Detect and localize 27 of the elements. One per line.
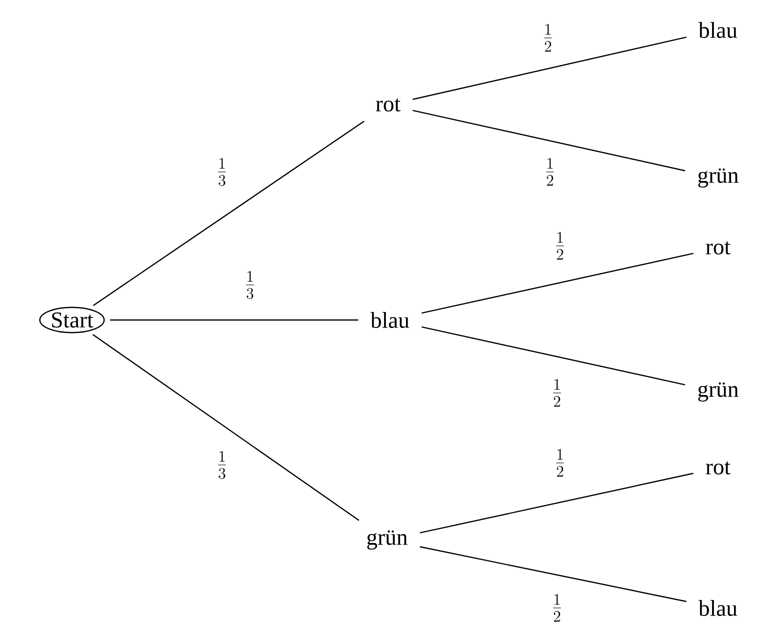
- probability-label: $\frac{1}{3}$: [246, 271, 254, 299]
- probability-label: $\frac{1}{2}$: [546, 158, 554, 186]
- outcome-label: grün: [367, 530, 408, 550]
- probability-label: $\frac{1}{2}$: [556, 232, 564, 260]
- branch-line: [92, 334, 360, 521]
- outcome-label: rot: [706, 242, 730, 254]
- branch-line: [412, 36, 686, 100]
- branch-line: [110, 319, 358, 321]
- outcome-label: rot: [706, 462, 730, 474]
- probability-label: $\frac{1}{3}$: [218, 451, 226, 479]
- branch-line: [420, 472, 694, 534]
- probability-label: $\frac{1}{2}$: [544, 24, 552, 52]
- branch-line: [92, 120, 364, 306]
- outcome-label: grün: [698, 382, 738, 402]
- outcome-label: rot: [376, 98, 400, 112]
- probability-label: $\frac{1}{2}$: [553, 379, 561, 407]
- probability-label: $\frac{1}{2}$: [553, 594, 561, 622]
- outcome-label: blau: [370, 312, 410, 328]
- branch-line: [412, 110, 686, 172]
- outcome-label: blau: [698, 22, 738, 38]
- branch-line: [422, 252, 694, 314]
- probability-label: $\frac{1}{3}$: [218, 158, 226, 186]
- outcome-label: blau: [698, 600, 738, 616]
- outcome-label: grün: [698, 168, 738, 188]
- branch-line: [422, 326, 686, 386]
- probability-label: $\frac{1}{2}$: [556, 449, 564, 477]
- branch-line: [420, 546, 686, 602]
